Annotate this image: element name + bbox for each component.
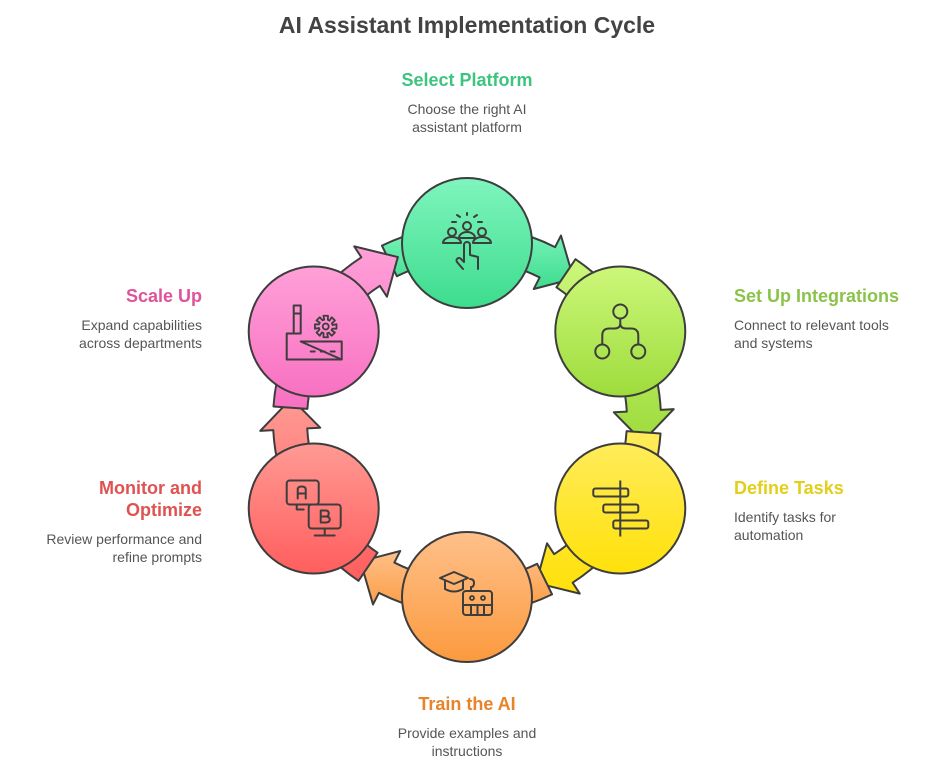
- step-title: Select Platform: [401, 70, 533, 90]
- node-scale-up: [247, 265, 380, 398]
- node-set-up-integrations: [554, 265, 687, 398]
- node-monitor-and-optimize: [247, 442, 380, 575]
- graduation-robot-icon: [439, 571, 493, 616]
- node-define-tasks: [554, 442, 687, 575]
- cycle-nodes: [247, 177, 687, 663]
- gantt-tasks-icon: [592, 480, 650, 537]
- step-title: Scale Up: [125, 286, 202, 306]
- node-circle: [401, 531, 533, 663]
- node-train-the-ai: [401, 531, 533, 663]
- diagram-title: AI Assistant Implementation Cycle: [278, 12, 656, 38]
- step-title: Train the AI: [418, 694, 516, 714]
- ab-test-monitor-icon: [285, 479, 342, 537]
- node-circle: [554, 265, 687, 398]
- step-title: Define Tasks: [734, 478, 844, 498]
- factory-gear-icon: [285, 304, 343, 361]
- people-pointer-icon: [442, 212, 492, 270]
- node-circle: [247, 265, 380, 398]
- step-label-set-up-integrations: Set Up Integrations Connect to relevant …: [734, 285, 934, 352]
- step-title: Set Up Integrations: [734, 286, 900, 306]
- node-select-platform: [401, 177, 533, 309]
- node-circle: [247, 442, 380, 575]
- hierarchy-nodes-icon: [594, 303, 647, 360]
